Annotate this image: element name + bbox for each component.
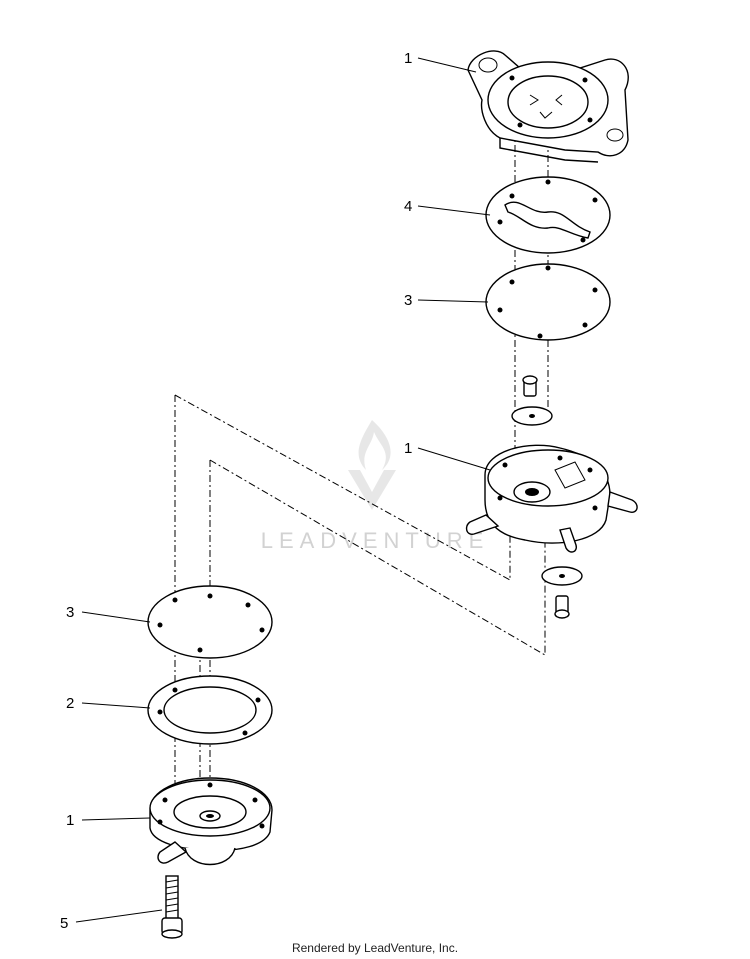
gasket-2	[147, 675, 273, 745]
leader-lines	[75, 57, 491, 923]
gasket-4	[485, 176, 611, 254]
callout-gasket-4: 4	[404, 198, 412, 215]
callout-pump-base: 1	[66, 812, 74, 829]
lower-screw	[554, 595, 570, 619]
watermark-text: LEADVENTURE	[261, 528, 490, 553]
leadventure-watermark: LEADVENTURE	[261, 420, 490, 553]
pump-base	[149, 777, 273, 866]
diaphragm-3-lower	[147, 585, 273, 659]
callout-bolt-5: 5	[60, 915, 68, 932]
upper-screw	[522, 375, 538, 397]
callout-pump-body: 1	[404, 440, 412, 457]
callout-diaphragm-lower: 3	[66, 604, 74, 621]
lower-washer	[541, 566, 583, 586]
bolt-5	[161, 875, 183, 939]
pump-top-cover	[467, 50, 629, 163]
flame-logo	[348, 420, 396, 510]
diaphragm-3-upper	[485, 263, 611, 341]
rendered-by-footer: Rendered by LeadVenture, Inc.	[291, 941, 459, 955]
upper-washer	[511, 406, 553, 426]
callout-gasket-2: 2	[66, 695, 74, 712]
callout-diaphragm-upper: 3	[404, 292, 412, 309]
callout-top-cover: 1	[404, 50, 412, 67]
pump-body	[465, 444, 638, 553]
